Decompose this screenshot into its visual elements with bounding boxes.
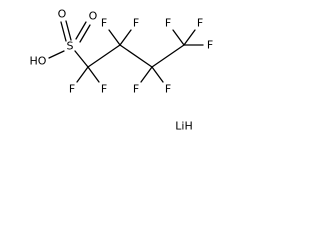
bond-c4-f-up bbox=[183, 29, 196, 46]
bond-s-oh bbox=[48, 50, 65, 59]
atom-f-c1-right: F bbox=[101, 83, 107, 96]
bond-c1-f-left bbox=[76, 66, 89, 83]
atom-s: S bbox=[67, 40, 74, 53]
bond-c4-f-left bbox=[172, 29, 185, 46]
bond-c2-f-left bbox=[108, 29, 121, 46]
atom-ho: HO bbox=[30, 55, 47, 68]
bond-c1-f-right bbox=[87, 66, 100, 83]
bond-s-c1 bbox=[74, 50, 89, 68]
atom-o-right: O bbox=[89, 10, 98, 23]
bond-c2-c3 bbox=[119, 44, 153, 68]
molecule-drawing: O S O HO F F F F F F F F F LiH bbox=[30, 8, 214, 133]
bond-s-o-top-b bbox=[65, 20, 72, 41]
bond-s-o-right-a bbox=[75, 21, 87, 40]
bond-c1-c2 bbox=[87, 44, 121, 68]
atom-f-c3-right: F bbox=[165, 83, 171, 96]
atom-f-c2-left: F bbox=[101, 17, 107, 30]
atom-f-c3-left: F bbox=[133, 83, 139, 96]
atom-f-c2-right: F bbox=[133, 17, 139, 30]
bond-c3-f-left bbox=[140, 66, 153, 83]
bond-s-o-top-a bbox=[60, 21, 67, 42]
bond-c3-f-right bbox=[151, 66, 164, 83]
atom-f-c1-left: F bbox=[69, 83, 75, 96]
bond-c2-f-right bbox=[119, 29, 132, 46]
atom-labels: O S O HO F F F F F F F F F bbox=[30, 8, 214, 96]
atom-o-top: O bbox=[58, 8, 67, 21]
counterion-label: LiH bbox=[175, 120, 192, 133]
structure-diagram: O S O HO F F F F F F F F F LiH bbox=[0, 0, 233, 142]
bond-c3-c4 bbox=[151, 44, 185, 68]
atom-f-c4-up: F bbox=[197, 17, 203, 30]
atom-f-c4-right: F bbox=[207, 39, 213, 52]
bond-s-o-right-b bbox=[79, 24, 91, 43]
bonds bbox=[48, 20, 204, 83]
atom-f-c4-left: F bbox=[165, 17, 171, 30]
